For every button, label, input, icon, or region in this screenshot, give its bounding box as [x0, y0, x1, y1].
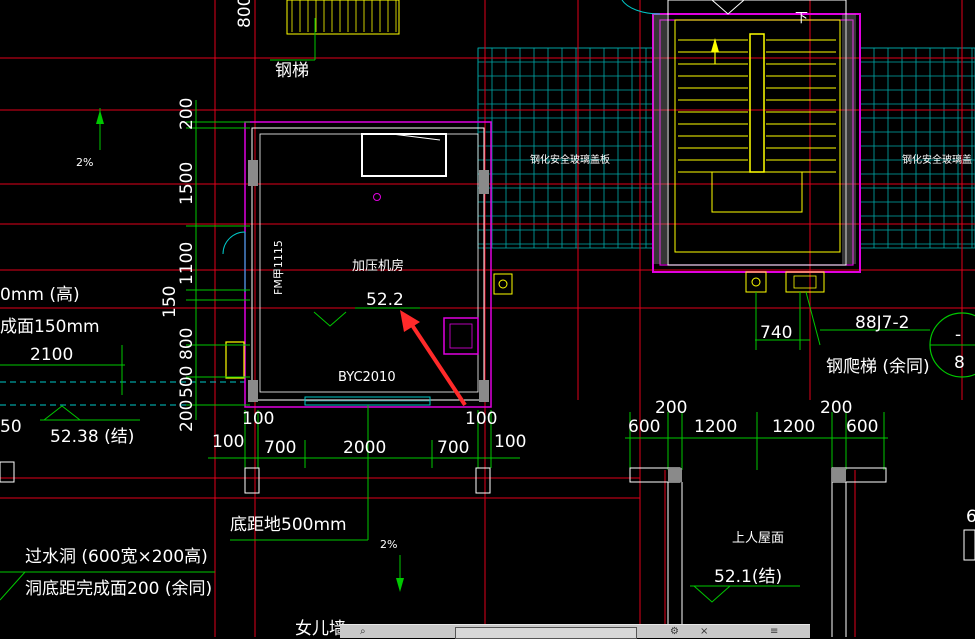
left-edge-num: 50: [0, 417, 22, 437]
dim-2100-line: [0, 345, 125, 395]
taskbar-window-button[interactable]: [455, 627, 637, 639]
dim-v-200-bot: 200: [177, 400, 197, 432]
stair-down-label: 下: [795, 11, 808, 26]
elev-struct-left: 52.38 (结): [50, 427, 134, 447]
dim-h-740: 740: [760, 323, 792, 343]
window-tag: BYC2010: [338, 370, 396, 385]
dim-v-200-top: 200: [177, 98, 197, 130]
gear-icon[interactable]: ⚙: [670, 626, 679, 637]
dim-v-800: 800: [177, 328, 197, 360]
finish-note: 成面150mm: [0, 317, 100, 337]
roof-label: 上人屋面: [732, 531, 784, 546]
water-hole-line-1: 过水洞 (600宽×200高): [25, 547, 208, 567]
menu-icon[interactable]: ≡: [770, 626, 779, 637]
elev-roof: 52.1(结): [714, 567, 782, 587]
steel-ladder-note: 钢爬梯 (余同): [826, 357, 930, 377]
dim-h-600-a: 600: [628, 417, 660, 437]
detail-dash: -: [955, 325, 961, 345]
dim-v-1500: 1500: [177, 162, 197, 205]
dim-h-700-b: 700: [437, 438, 469, 458]
dim-v-500: 500: [177, 366, 197, 398]
taskbar: ⌕ ⚙ × ≡: [340, 624, 810, 639]
dim-v-150: 150: [160, 286, 180, 318]
struct-elev-left: [40, 405, 140, 421]
water-hole-leader: [0, 571, 215, 601]
wall-details-right: [493, 271, 975, 378]
close-icon[interactable]: ×: [700, 626, 709, 637]
elevation-main: 52.2: [366, 290, 404, 310]
slope-arrow-left-icon: [96, 110, 104, 124]
dim-h-100-a: 100: [242, 409, 274, 429]
top-dim-800: 800: [235, 0, 255, 28]
left-dim-chain: [99, 100, 250, 420]
height-note: 0mm (高): [0, 285, 80, 305]
water-hole-line-2: 洞底距完成面200 (余同): [25, 579, 212, 599]
bottom-dim-chain: [208, 405, 520, 541]
dim-h-600-b: 600: [846, 417, 878, 437]
door-tag: FM甲1115: [272, 240, 285, 295]
ref-detail: 88J7-2: [855, 313, 909, 333]
slope-bottom: 2%: [380, 538, 397, 551]
right-edge-num: 6: [966, 507, 975, 527]
red-arrow: [400, 310, 467, 407]
slope-arrow-bottom-icon: [396, 578, 404, 592]
dim-h-1200-b: 1200: [772, 417, 815, 437]
bottom-note: 底距地500mm: [230, 515, 347, 535]
dim-v-1100: 1100: [177, 242, 197, 285]
dim-h-100-d: 100: [494, 432, 526, 452]
glass-grid-left: [477, 47, 654, 249]
roof-walls: [629, 467, 887, 637]
parapet-label: 女儿墙: [295, 619, 346, 637]
roof-elev-marker: [690, 585, 800, 603]
detail-number: 8: [954, 353, 965, 373]
dim-h-700-a: 700: [264, 438, 296, 458]
dim-h-100-c: 100: [212, 432, 244, 452]
dim-h-2000: 2000: [343, 438, 386, 458]
pressure-room: [222, 121, 492, 408]
room-name: 加压机房: [352, 258, 404, 274]
dim-h-1200-a: 1200: [694, 417, 737, 437]
slope-left: 2%: [76, 156, 93, 169]
steel-ladder-top: [270, 0, 400, 61]
steel-ladder-label: 钢梯: [275, 61, 309, 81]
glass-cover-left-label: 钢化安全玻璃盖板: [530, 153, 610, 166]
dim-h-200-a: 200: [655, 398, 687, 418]
glass-cover-right-label: 钢化安全玻璃盖: [902, 153, 972, 166]
dim-h-100-b: 100: [465, 409, 497, 429]
search-icon[interactable]: ⌕: [360, 626, 366, 637]
dim-h-200-b: 200: [820, 398, 852, 418]
right-dim-chain: [625, 412, 888, 470]
dim-h-2100: 2100: [30, 345, 73, 365]
